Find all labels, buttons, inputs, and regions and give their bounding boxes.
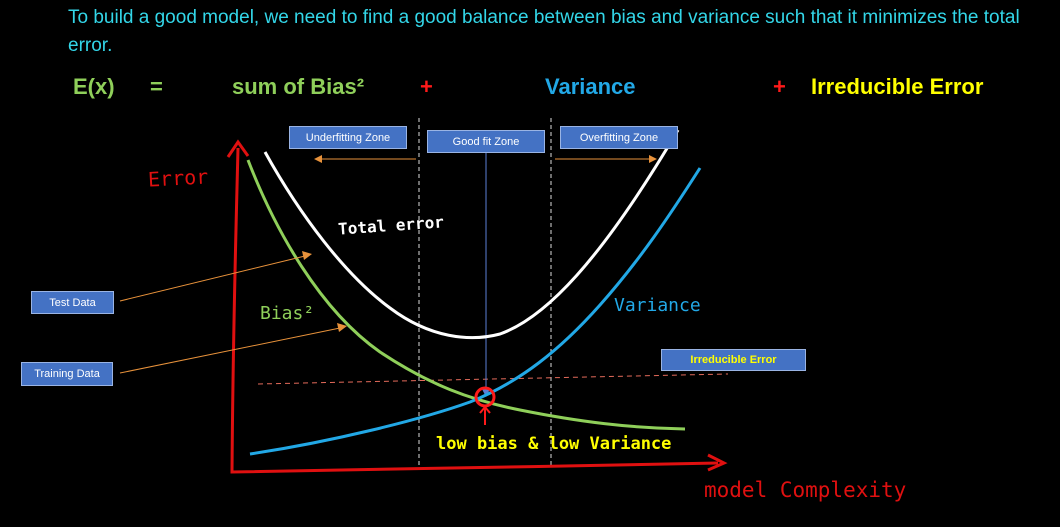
underfitting-arrowhead [314, 155, 322, 163]
sweet-spot-arrowhead [479, 405, 491, 414]
x-axis-label: model Complexity [704, 478, 907, 502]
irreducible-error-line [257, 373, 729, 385]
overfitting-arrowhead [649, 155, 657, 163]
y-axis-label: Error [147, 164, 209, 192]
test-data-label: Test Data [31, 291, 114, 314]
test-data-pointer [119, 255, 306, 302]
training-data-label: Training Data [21, 362, 113, 386]
equation-plus-1: + [420, 74, 433, 99]
intro-text: To build a good model, we need to find a… [68, 7, 1020, 56]
irreducible-error-label: Irreducible Error [661, 349, 806, 371]
y-axis-arrowhead [226, 139, 250, 158]
equation-lhs: E(x) [73, 74, 115, 99]
variance-curve [249, 167, 702, 456]
underfitting-zone-label: Underfitting Zone [289, 126, 407, 149]
equation-equals: = [150, 74, 163, 99]
training-data-pointer [119, 327, 341, 374]
good-fit-zone-label: Good fit Zone [427, 130, 545, 153]
sweet-spot-label: low bias & low Variance [436, 434, 672, 454]
bias-squared-curve [246, 159, 686, 431]
equation-irreducible-term: Irreducible Error [811, 74, 984, 99]
bias-squared-curve-label: Bias² [260, 303, 315, 324]
test-data-pointer-head [302, 251, 312, 260]
overfitting-zone-label: Overfitting Zone [560, 126, 678, 149]
equation-plus-2: + [773, 74, 786, 99]
equation-bias-term: sum of Bias² [232, 74, 365, 99]
x-axis-arrowhead [707, 453, 728, 472]
training-data-pointer-head [337, 323, 347, 332]
variance-curve-label: Variance [614, 295, 701, 316]
axes [230, 147, 719, 474]
total-error-curve [263, 129, 680, 340]
equation-variance-term: Variance [545, 74, 636, 99]
good-fit-pointer-head [482, 389, 490, 397]
